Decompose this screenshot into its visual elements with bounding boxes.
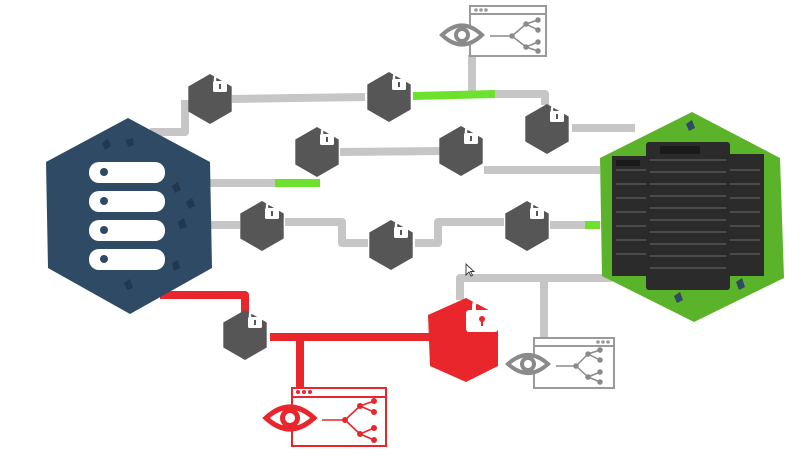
relay-node-7 bbox=[369, 218, 413, 270]
eye-icon bbox=[505, 353, 551, 375]
relay-node-8 bbox=[505, 199, 549, 251]
lock-icon bbox=[530, 199, 544, 219]
relay-node-9 bbox=[223, 308, 267, 360]
relay-node-6 bbox=[240, 199, 284, 251]
flow-graph-icon bbox=[322, 397, 377, 443]
monitor-window-top bbox=[439, 5, 547, 57]
data-fragments-decoration-green bbox=[674, 120, 745, 303]
flow-graph-icon bbox=[490, 17, 541, 54]
data-fragments-decoration bbox=[102, 138, 195, 290]
lock-icon bbox=[392, 70, 406, 90]
destination-server-node bbox=[600, 112, 784, 322]
link-source-to-node9-compromised bbox=[160, 291, 249, 315]
link-node1-to-node2 bbox=[231, 93, 366, 103]
monitor-window-right bbox=[505, 337, 615, 389]
link-node6-to-node7 bbox=[285, 218, 368, 247]
server-stack-icon bbox=[89, 162, 165, 270]
lock-icon bbox=[213, 72, 227, 92]
lock-icon bbox=[464, 124, 478, 144]
lock-icon bbox=[466, 296, 498, 332]
server-rack-icon bbox=[612, 142, 764, 290]
link-node2-to-node3 bbox=[495, 90, 549, 105]
source-hexagon bbox=[46, 118, 212, 314]
relay-node-4 bbox=[295, 125, 339, 177]
link-destination-to-compromised bbox=[456, 274, 612, 300]
link-node4-to-node5 bbox=[339, 147, 441, 156]
relay-node-5 bbox=[439, 124, 483, 176]
link-node2-to-node3-active bbox=[412, 90, 496, 100]
relay-nodes bbox=[188, 70, 569, 360]
relay-node-2 bbox=[367, 70, 411, 122]
lock-icon bbox=[394, 218, 408, 238]
relay-node-3 bbox=[525, 102, 569, 154]
lock-icon bbox=[265, 199, 279, 219]
mouse-pointer-icon bbox=[465, 263, 475, 277]
lock-icon bbox=[550, 102, 564, 122]
lock-icon bbox=[248, 308, 262, 328]
compromised-relay-node bbox=[428, 296, 498, 382]
link-source-to-node1 bbox=[150, 100, 189, 136]
flow-graph-icon bbox=[556, 347, 603, 385]
lock-icon bbox=[320, 125, 334, 145]
eye-icon bbox=[439, 23, 485, 47]
eye-icon bbox=[262, 404, 318, 432]
monitor-window-bottom bbox=[262, 387, 387, 447]
relay-node-1 bbox=[188, 72, 232, 124]
link-node7-to-node8 bbox=[415, 218, 504, 247]
connection-lines bbox=[150, 55, 635, 392]
source-server-node bbox=[46, 118, 212, 314]
